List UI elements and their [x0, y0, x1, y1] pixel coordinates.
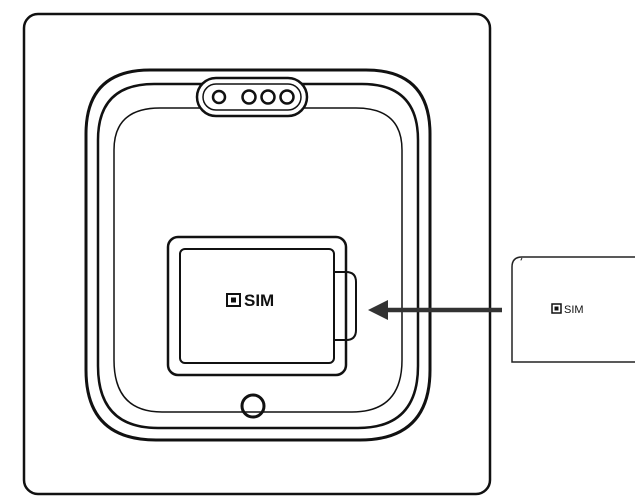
card-sim-icon [551, 303, 562, 314]
slot-sim-icon [226, 293, 241, 307]
sim-slot [166, 235, 357, 377]
device-body-bevel [113, 107, 403, 413]
card-sim-label: SIM [564, 304, 584, 316]
slot-sim-label: SIM [244, 291, 274, 310]
button-ring-icon [240, 393, 266, 419]
device-body-inner [96, 82, 420, 430]
outer-frame [22, 12, 492, 496]
device-body-outer [84, 68, 432, 442]
sim-card [511, 256, 635, 363]
sensor-dots-icon [195, 76, 309, 118]
arrow-left-icon [368, 300, 502, 320]
